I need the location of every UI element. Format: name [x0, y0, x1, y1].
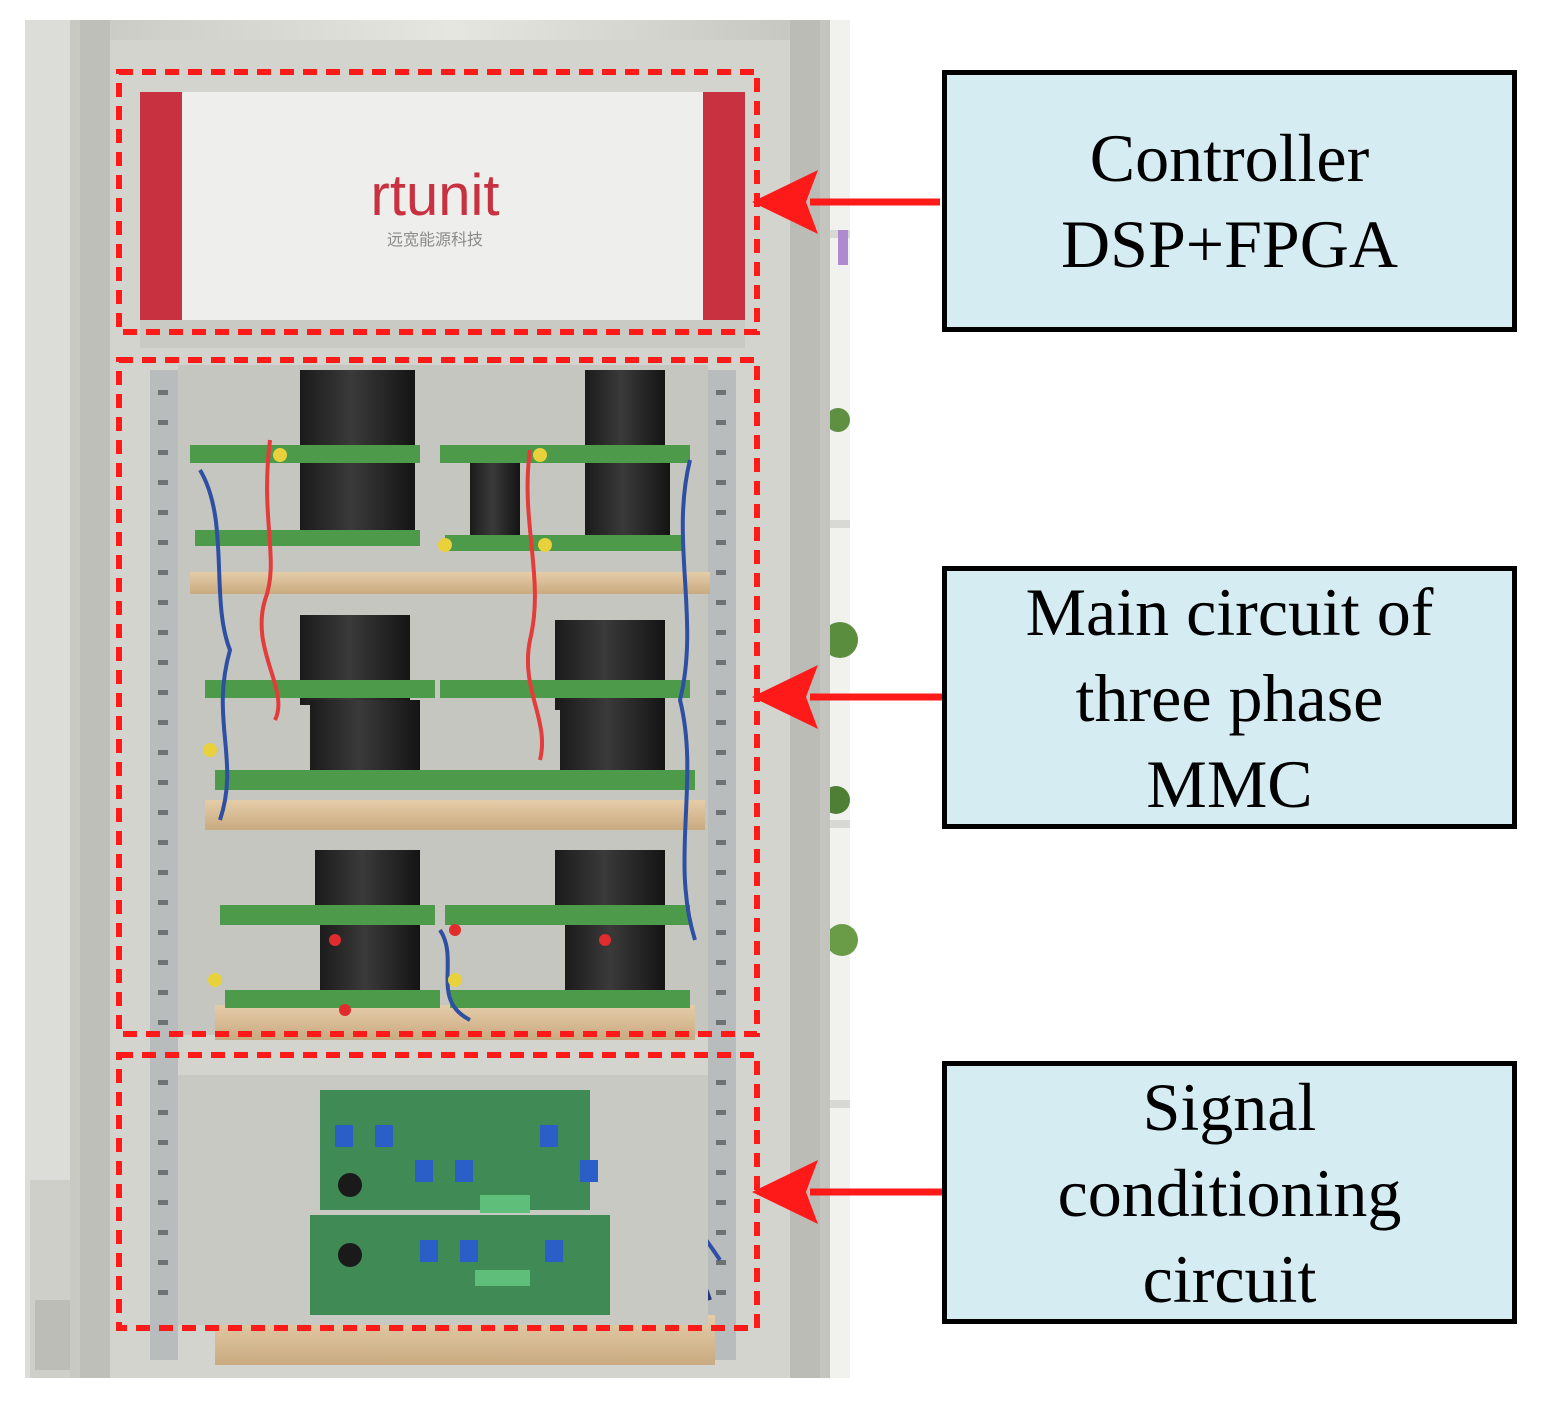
- signal-label-line-2: conditioning: [1057, 1154, 1402, 1231]
- signal-label-line-1: Signal: [1142, 1068, 1317, 1145]
- main-circuit-label-box: Main circuit of three phase MMC: [942, 566, 1517, 829]
- signal-pcb-bottom: [310, 1215, 610, 1315]
- controller-label-line-2: DSP+FPGA: [1061, 206, 1398, 282]
- pcb-3b: [445, 905, 690, 925]
- controller-label-box: Controller DSP+FPGA: [942, 70, 1517, 332]
- right-rail: [708, 370, 736, 1360]
- pcb-1b: [440, 445, 690, 463]
- signal-pcb-top: [320, 1090, 590, 1210]
- controller-label-line-1: Controller: [1089, 120, 1370, 196]
- capacitor-bank-3: [315, 850, 665, 1000]
- signal-label-line-3: circuit: [1142, 1240, 1317, 1317]
- main-circuit-label-line-3: MMC: [1146, 745, 1313, 822]
- signal-label-box: Signal conditioning circuit: [942, 1061, 1517, 1324]
- pcb-2a: [205, 680, 435, 698]
- controller-left-red-band: [140, 92, 182, 320]
- main-circuit-label-line-1: Main circuit of: [1025, 573, 1434, 650]
- left-rail: [150, 370, 178, 1360]
- rtunit-logo: rtunit: [371, 163, 500, 228]
- controller-right-red-band: [703, 92, 745, 320]
- plant: [822, 622, 858, 658]
- controller-arrow-head: [752, 170, 818, 234]
- shelf-2: [205, 800, 705, 830]
- controller-unit: [140, 92, 745, 320]
- pcb-2b: [440, 680, 690, 698]
- signal-highlight-box: [116, 1052, 760, 1331]
- pcb-3a: [220, 905, 435, 925]
- signal-arrow-head: [752, 1160, 818, 1224]
- svg-text:远宽能源科技: 远宽能源科技: [387, 230, 483, 249]
- left-wall: [25, 20, 75, 1378]
- main-circuit-arrow-head: [752, 665, 818, 729]
- shelf-1: [190, 572, 710, 594]
- main-circuit-label-line-2: three phase: [1075, 659, 1384, 736]
- pcb-1a: [190, 445, 420, 463]
